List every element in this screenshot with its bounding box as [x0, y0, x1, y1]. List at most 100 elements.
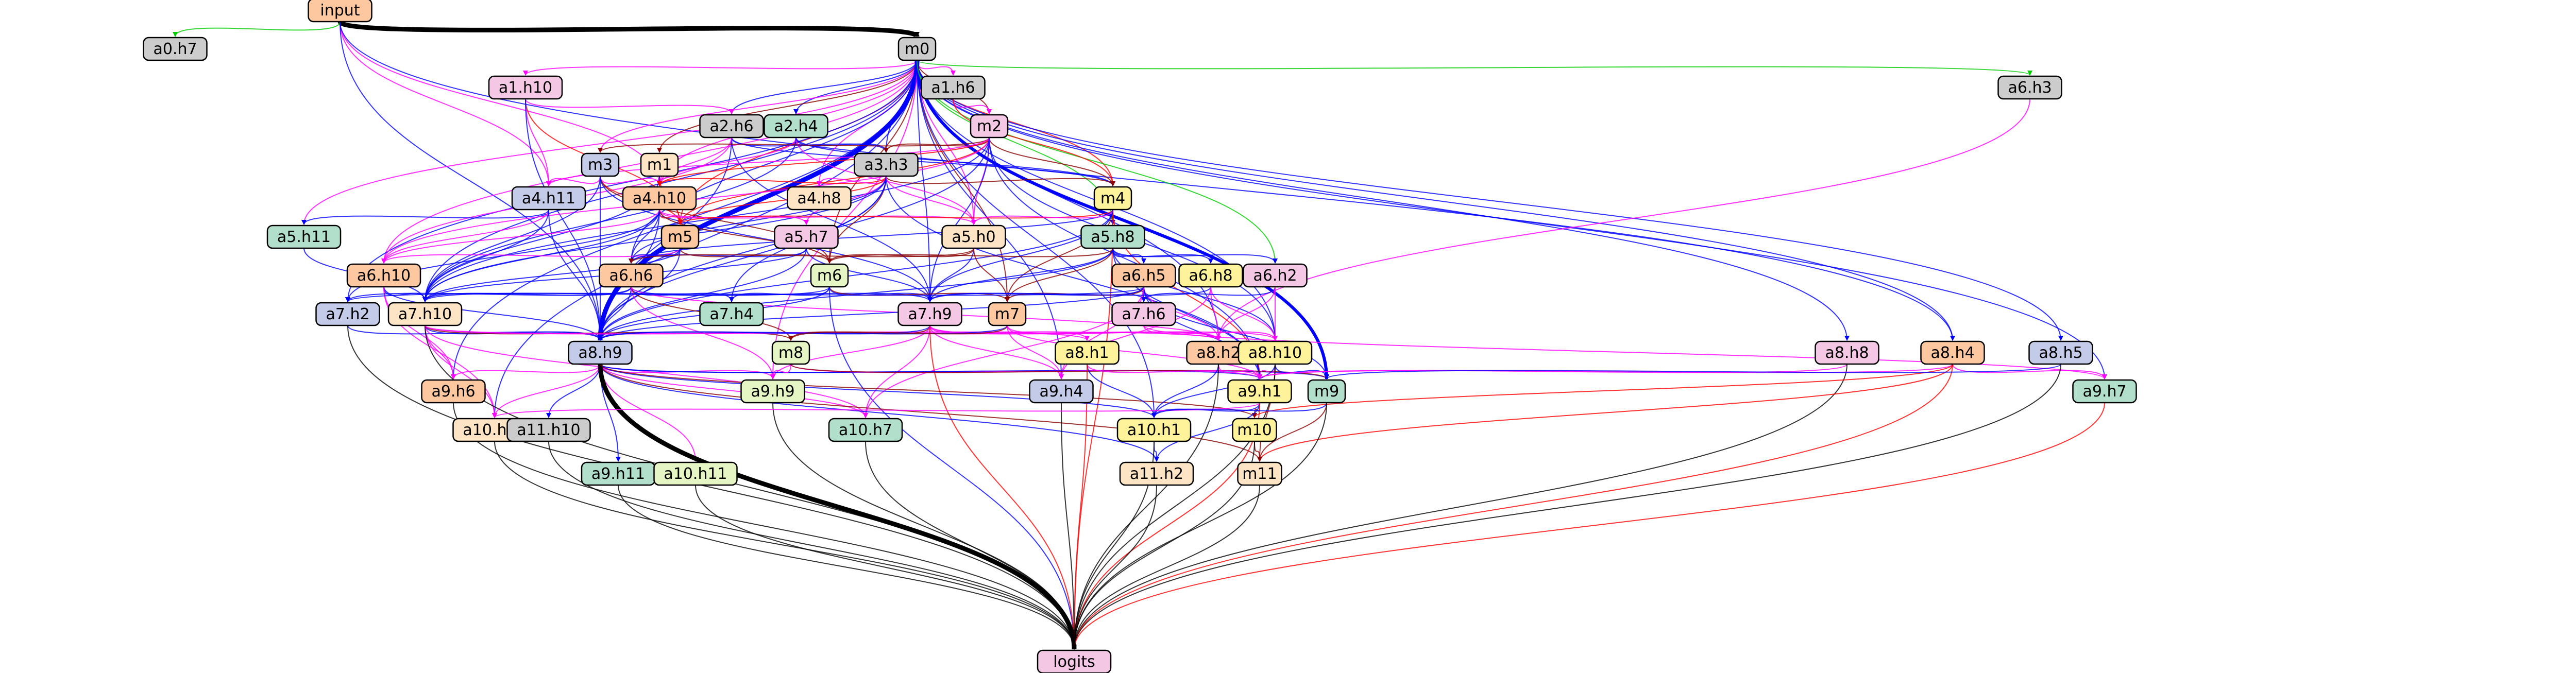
node-box — [1037, 649, 1112, 673]
node-a3-h3: a3.h3 — [854, 152, 919, 177]
node-label: a6.h6 — [609, 267, 653, 285]
edge-a10_h7-to-logits — [865, 441, 1077, 650]
node-a9-h4: a9.h4 — [1029, 379, 1094, 404]
edge-m6-to-a7_h9 — [829, 286, 933, 302]
edge-a2_h6-to-m4 — [731, 137, 1115, 186]
node-label: a10.h1 — [1127, 421, 1181, 439]
node-a5-h7: a5.h7 — [774, 225, 839, 249]
node-box — [828, 418, 903, 442]
node-label: a8.h2 — [1196, 344, 1240, 362]
node-a4-h11: a4.h11 — [511, 186, 586, 211]
node-label: a9.h1 — [1238, 383, 1281, 401]
node-m5: m5 — [660, 225, 700, 249]
node-logits: logits — [1037, 649, 1112, 673]
edge-a8_h9-to-a10_h10 — [492, 364, 601, 418]
node-box — [599, 263, 664, 288]
edge-a8_h4-to-m11 — [1257, 364, 1953, 462]
edge-input-to-a0_h7 — [173, 21, 341, 37]
node-label: a0.h7 — [153, 40, 197, 58]
node-label: a7.h6 — [1122, 305, 1165, 323]
edge-m0-to-a2_h6 — [729, 60, 918, 114]
node-box — [1227, 379, 1292, 404]
node-label: a4.h10 — [633, 189, 686, 208]
node-label: a9.h7 — [2082, 383, 2126, 401]
node-box — [988, 302, 1027, 326]
edge-a7_h9-to-a8_h2 — [929, 325, 1221, 341]
node-a8-h8: a8.h8 — [1815, 340, 1879, 365]
node-box — [897, 302, 962, 326]
node-label: a8.h1 — [1065, 344, 1109, 362]
edge-a8_h2-to-a10_h1 — [1151, 364, 1219, 418]
node-label: a5.h7 — [784, 228, 828, 246]
edge-a6_h6-to-a7_h10 — [422, 286, 632, 302]
edge-a1_h6-to-m2 — [953, 98, 992, 114]
edge-a7_h10-to-a10_h10 — [425, 325, 497, 418]
node-m9: m9 — [1307, 379, 1346, 404]
node-box — [315, 302, 380, 326]
node-box — [568, 340, 633, 365]
node-a9-h6: a9.h6 — [421, 379, 486, 404]
edge-a4_h11-to-a5_h11 — [301, 209, 549, 225]
node-label: a6.h10 — [357, 267, 411, 285]
edge-m0-to-m9 — [916, 60, 1329, 379]
node-a7-h6: a7.h6 — [1111, 302, 1176, 326]
node-a6-h8: a6.h8 — [1178, 263, 1243, 288]
node-a2-h6: a2.h6 — [699, 114, 764, 139]
node-label: a6.h5 — [1122, 267, 1165, 285]
edge-input-to-a4_h11 — [340, 21, 551, 186]
edge-a4_h11-to-a6_h10 — [381, 209, 549, 264]
node-label: a2.h4 — [774, 117, 818, 135]
node-label: m8 — [778, 344, 803, 362]
edge-m2-to-a7_h9 — [927, 137, 990, 302]
edge-m2-to-m3 — [598, 137, 990, 153]
node-a0-h7: a0.h7 — [143, 37, 208, 61]
edge-a9_h7-to-logits — [1072, 402, 2105, 650]
node-a6-h10: a6.h10 — [346, 263, 421, 288]
node-label: a4.h11 — [522, 189, 575, 208]
node-box — [1920, 340, 1985, 365]
edge-m4-to-a5_h0 — [971, 209, 1113, 225]
edge-a7_h9-to-a9_h4 — [929, 325, 1064, 379]
edge-m0-to-a5_h11 — [301, 60, 918, 225]
node-m8: m8 — [771, 340, 810, 365]
edge-m8-to-a9_h9 — [770, 364, 791, 379]
edge-a9_h9-to-logits — [772, 402, 1077, 650]
node-m10: m10 — [1232, 418, 1277, 442]
edge-a6_h6-to-a7_h2 — [345, 286, 632, 302]
node-box — [2028, 340, 2093, 365]
node-m11: m11 — [1237, 461, 1282, 486]
edge-a4_h10-to-a6_h6 — [629, 209, 660, 264]
node-box — [640, 152, 679, 177]
node-label: m9 — [1314, 383, 1339, 401]
node-box — [787, 186, 852, 211]
node-box — [921, 75, 986, 100]
node-box — [1237, 461, 1282, 486]
node-label: a1.h10 — [499, 79, 552, 97]
edge-m6-to-logits — [829, 286, 1077, 650]
node-label: a11.h2 — [1130, 465, 1183, 483]
edge-a8_h9-to-m10 — [600, 364, 1257, 418]
node-label: m11 — [1242, 465, 1277, 483]
edge-a5_h7-to-a7_h9 — [806, 248, 933, 302]
node-label: a7.h9 — [908, 305, 952, 323]
edge-m0-to-a8_h8 — [917, 60, 1850, 341]
edge-a8_h9-to-a10_h7 — [600, 364, 868, 418]
edge-m0-to-a2_h4 — [793, 60, 918, 114]
edge-a6_h8-to-a7_h9 — [927, 286, 1211, 302]
edge-a8_h1-to-logits — [1072, 364, 1088, 650]
edge-m2-to-m4 — [989, 137, 1115, 186]
node-m7: m7 — [988, 302, 1027, 326]
node-a5-h0: a5.h0 — [941, 225, 1006, 249]
node-label: a9.h6 — [431, 383, 475, 401]
node-label: a11.h10 — [517, 421, 580, 439]
node-box — [699, 302, 764, 326]
node-label: a5.h8 — [1091, 228, 1134, 246]
node-box — [488, 75, 563, 100]
edge-a5_h8-to-m7 — [1005, 248, 1113, 302]
node-box — [1080, 225, 1145, 249]
edge-input-to-m0 — [337, 19, 920, 39]
edge-m0-to-m1 — [657, 60, 918, 153]
node-m3: m3 — [581, 152, 620, 177]
node-label: a7.h4 — [709, 305, 753, 323]
node-box — [740, 379, 805, 404]
